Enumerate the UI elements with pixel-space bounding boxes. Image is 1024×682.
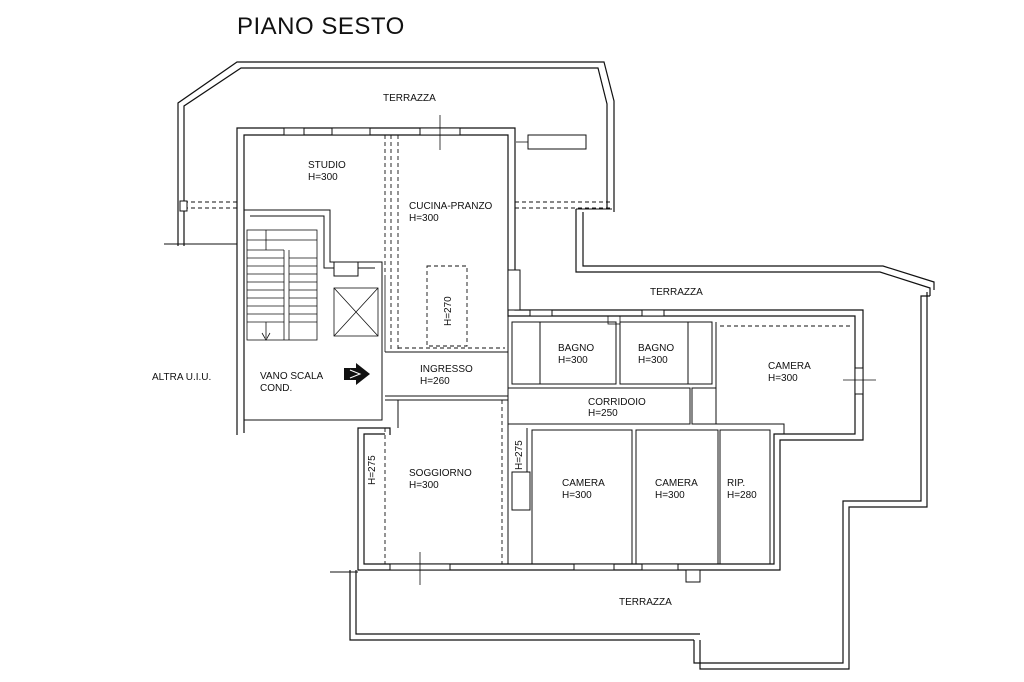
- apartment-walls: [236, 115, 876, 585]
- label-bagno-2-height: H=300: [638, 355, 668, 366]
- label-rip: RIP.: [727, 478, 745, 489]
- label-altra-uiu: ALTRA U.I.U.: [152, 372, 211, 383]
- room-labels: TERRAZZA TERRAZZA TERRAZZA STUDIO H=300 …: [152, 93, 811, 608]
- label-soggiorno: SOGGIORNO: [409, 468, 472, 479]
- label-terrazza-bottom: TERRAZZA: [619, 597, 672, 608]
- label-camera-1: CAMERA: [562, 478, 605, 489]
- label-vano-scala-sub: COND.: [260, 383, 292, 394]
- label-vano-scala: VANO SCALA: [260, 371, 323, 382]
- elevator-shaft: [333, 287, 379, 337]
- label-bagno-2: BAGNO: [638, 343, 674, 354]
- label-rip-height: H=280: [727, 490, 757, 501]
- label-corridoio-height: H=250: [588, 408, 618, 419]
- label-terrazza-top: TERRAZZA: [383, 93, 436, 104]
- label-bagno-1: BAGNO: [558, 343, 594, 354]
- label-studio: STUDIO: [308, 160, 346, 171]
- stair-treads: [247, 230, 317, 323]
- label-ingresso-height: H=260: [420, 376, 450, 387]
- terrace-pillar-left: [179, 200, 188, 212]
- terrace-planter: [527, 134, 587, 150]
- label-soggiorno-right-height: H=275: [514, 440, 525, 470]
- entrance-arrow-icon: [344, 363, 370, 385]
- label-studio-height: H=300: [308, 172, 338, 183]
- label-soggiorno-left-height: H=275: [367, 455, 378, 485]
- label-bagno-1-height: H=300: [558, 355, 588, 366]
- label-camera-right: CAMERA: [768, 361, 811, 372]
- label-camera-1-height: H=300: [562, 490, 592, 501]
- label-camera-right-height: H=300: [768, 373, 798, 384]
- stairwell: [244, 209, 383, 421]
- label-cucina: CUCINA-PRANZO: [409, 201, 493, 212]
- label-ingresso: INGRESSO: [420, 364, 473, 375]
- right-terrace: [575, 208, 935, 670]
- label-camera-2-height: H=300: [655, 490, 685, 501]
- label-camera-2: CAMERA: [655, 478, 698, 489]
- label-terrazza-right: TERRAZZA: [650, 287, 703, 298]
- floor-title: PIANO SESTO: [237, 13, 405, 40]
- label-corridoio: CORRIDOIO: [588, 397, 646, 408]
- bottom-terrace: [330, 570, 700, 641]
- label-soggiorno-height: H=300: [409, 480, 439, 491]
- interior-walls: [384, 135, 852, 565]
- label-cucina-height: H=300: [409, 213, 439, 224]
- label-cucina-nook-height: H=270: [443, 296, 454, 326]
- upper-terrace: [164, 61, 615, 246]
